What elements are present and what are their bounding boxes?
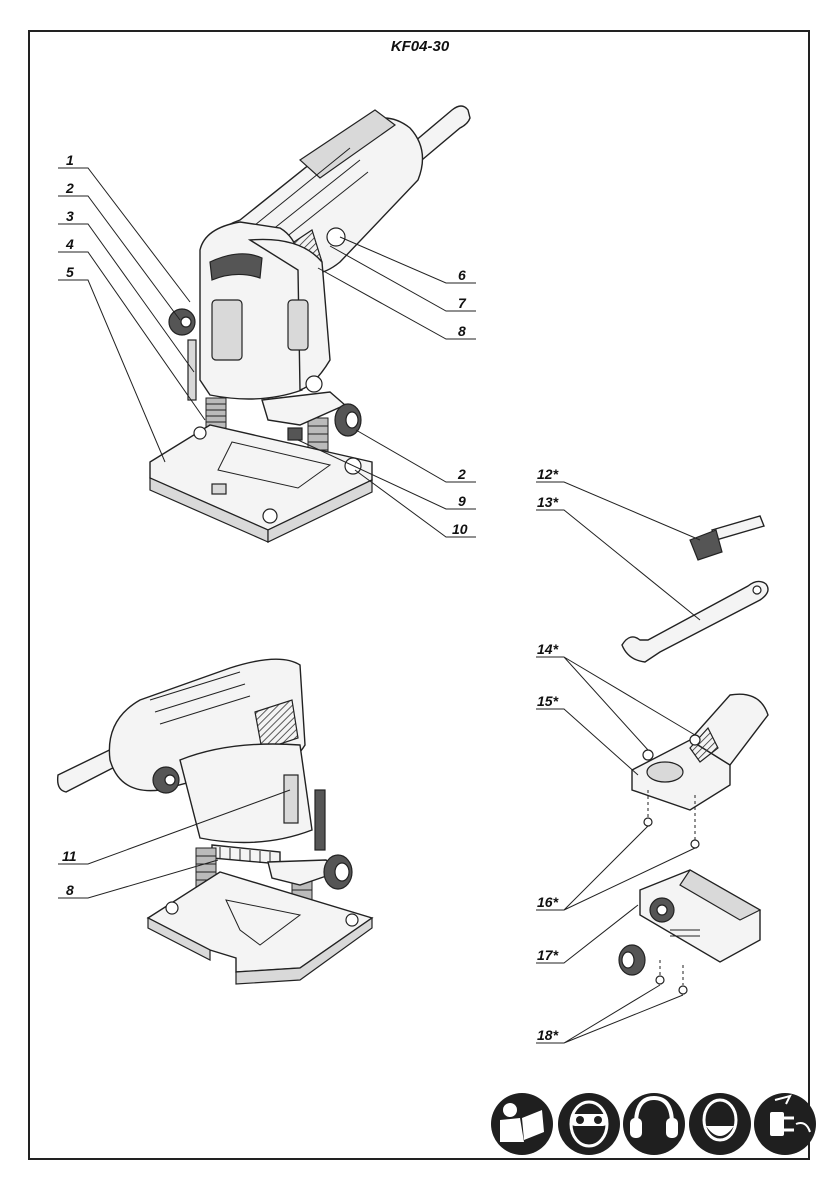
callout-5: 5 — [66, 264, 74, 280]
unplug-icon — [754, 1093, 816, 1155]
safety-goggles-icon — [558, 1093, 620, 1155]
callout-7: 7 — [458, 295, 466, 311]
callout-15: 15* — [537, 693, 558, 709]
callout-8-bottom: 8 — [66, 882, 74, 898]
wrench-13 — [622, 581, 768, 662]
callout-16: 16* — [537, 894, 558, 910]
router-bottom-view — [58, 659, 372, 984]
callout-9: 9 — [458, 493, 466, 509]
safety-icons-row — [491, 1093, 816, 1155]
read-manual-icon — [491, 1093, 553, 1155]
callout-11: 11 — [62, 848, 77, 864]
callout-12: 12* — [537, 466, 558, 482]
callout-6: 6 — [458, 267, 466, 283]
guide-17 — [619, 870, 760, 994]
dust-mask-icon — [689, 1093, 751, 1155]
router-bit-12 — [690, 516, 764, 560]
callout-17: 17* — [537, 947, 558, 963]
router-top-view — [150, 106, 470, 542]
callout-18: 18* — [537, 1027, 558, 1043]
callout-4: 4 — [66, 236, 74, 252]
callout-2: 2 — [66, 180, 74, 196]
ear-protection-icon — [623, 1093, 685, 1155]
callout-14: 14* — [537, 641, 558, 657]
callout-3: 3 — [66, 208, 74, 224]
callout-10: 10 — [452, 521, 468, 537]
dust-adapter-15 — [632, 694, 768, 848]
callout-8: 8 — [458, 323, 466, 339]
callout-13: 13* — [537, 494, 558, 510]
callout-1: 1 — [66, 152, 74, 168]
callout-2-right: 2 — [458, 466, 466, 482]
